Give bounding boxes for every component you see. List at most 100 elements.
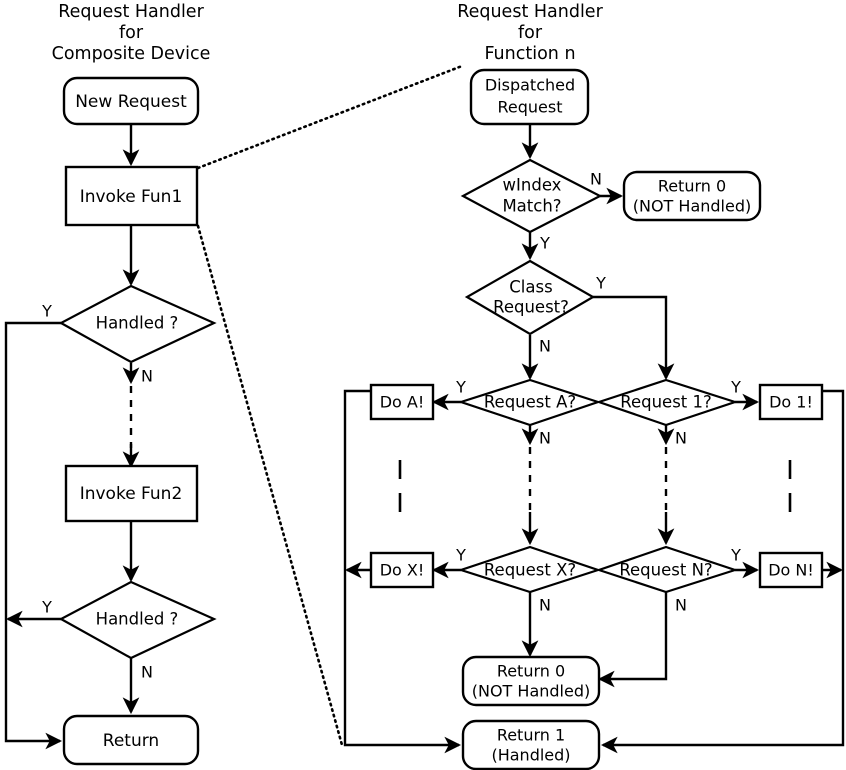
handled-1-shape: [58, 284, 217, 364]
left-panel-title: Request Handler for Composite Device: [52, 2, 211, 64]
return0-bottom-shape: [461, 655, 601, 707]
node-request-a[interactable]: Request A? Y N: [455, 378, 602, 448]
do-a-label: Do A!: [380, 393, 425, 412]
request-x-shape: [457, 545, 602, 594]
left-title-line-1: Request Handler: [58, 2, 204, 22]
do-1-label: Do 1!: [769, 393, 813, 412]
invoke-fun1-shape: [64, 165, 199, 227]
node-invoke-fun1[interactable]: Invoke Fun1: [64, 165, 199, 227]
request-a-no-label: N: [539, 429, 551, 448]
class-request-shape: [464, 259, 596, 336]
right-title-line-2: for: [518, 23, 543, 43]
node-do-a[interactable]: Do A!: [369, 383, 435, 421]
return1-label-2: (Handled): [491, 746, 570, 765]
do-n-shape: [758, 551, 824, 589]
do-x-shape: [369, 551, 435, 589]
node-request-1[interactable]: Request 1? Y N: [595, 378, 741, 448]
return0-top-shape: [622, 170, 762, 222]
request-1-shape: [595, 378, 739, 427]
handled-1-label: Handled ?: [96, 314, 179, 333]
right-panel-edges: [343, 122, 845, 754]
request-x-label: Request X?: [484, 561, 576, 580]
edge-handled1-yes-rail: [4, 321, 63, 750]
node-return0-bottom[interactable]: Return 0 (NOT Handled): [461, 655, 601, 707]
node-return1[interactable]: Return 1 (Handled): [461, 719, 601, 770]
class-request-label-1: Class: [509, 278, 552, 297]
request-a-shape: [457, 378, 602, 427]
node-invoke-fun2[interactable]: Invoke Fun2: [64, 464, 199, 523]
node-handled-2[interactable]: Handled ? Y N: [41, 580, 217, 682]
windex-no-label: N: [590, 170, 602, 189]
do-1-shape: [758, 383, 824, 421]
return0-top-label-2: (NOT Handled): [633, 197, 751, 216]
return-shape: [62, 714, 200, 766]
right-panel-title: Request Handler for Function n: [457, 2, 603, 64]
handled-2-shape: [58, 580, 217, 660]
handled-1-yes-label: Y: [41, 302, 52, 321]
left-panel-edges: [4, 122, 140, 750]
right-title-line-3: Function n: [484, 44, 575, 64]
node-new-request[interactable]: New Request: [62, 76, 200, 126]
request-n-shape: [595, 545, 739, 594]
left-title-line-3: Composite Device: [52, 44, 211, 64]
do-a-shape: [369, 383, 435, 421]
node-do-x[interactable]: Do X!: [369, 551, 435, 589]
left-title-line-2: for: [119, 23, 144, 43]
dispatched-request-label-1: Dispatched: [485, 76, 575, 95]
return-label: Return: [103, 731, 159, 751]
request-a-yes-label: Y: [455, 378, 466, 397]
return0-top-label-1: Return 0: [658, 177, 726, 196]
expansion-dotted-links: [196, 64, 464, 747]
windex-match-label-1: wIndex: [503, 176, 562, 195]
do-x-label: Do X!: [380, 561, 425, 580]
request-1-yes-label: Y: [730, 378, 741, 397]
handled-1-no-label: N: [141, 367, 153, 386]
return1-label-1: Return 1: [497, 726, 565, 745]
node-handled-1[interactable]: Handled ? Y N: [41, 284, 217, 386]
node-do-n[interactable]: Do N!: [758, 551, 824, 589]
windex-match-label-2: Match?: [502, 197, 561, 216]
class-no-label: N: [539, 337, 551, 356]
dotted-link-upper: [196, 64, 464, 170]
node-return[interactable]: Return: [62, 714, 200, 766]
node-request-n[interactable]: Request N? Y N: [595, 545, 741, 615]
dispatched-request-shape: [469, 68, 590, 126]
node-request-x[interactable]: Request X? Y N: [455, 545, 602, 615]
dispatched-request-label-2: Request: [498, 98, 563, 117]
request-n-no-label: N: [675, 596, 687, 615]
invoke-fun1-label: Invoke Fun1: [80, 187, 183, 207]
request-n-label: Request N?: [619, 561, 712, 580]
node-do-1[interactable]: Do 1!: [758, 383, 824, 421]
invoke-fun2-label: Invoke Fun2: [80, 484, 183, 504]
request-a-label: Request A?: [484, 393, 576, 412]
new-request-label: New Request: [75, 92, 187, 112]
request-x-yes-label: Y: [455, 546, 466, 565]
invoke-fun2-shape: [64, 464, 199, 523]
class-request-label-2: Request?: [493, 298, 569, 317]
return0-bottom-label-1: Return 0: [497, 662, 565, 681]
class-yes-label: Y: [595, 274, 606, 293]
dotted-link-lower: [196, 224, 344, 747]
windex-match-shape: [460, 158, 603, 234]
windex-yes-label: Y: [539, 234, 550, 253]
return0-bottom-label-2: (NOT Handled): [472, 682, 590, 701]
return1-shape: [461, 719, 601, 770]
new-request-shape: [62, 76, 200, 126]
node-return0-top[interactable]: Return 0 (NOT Handled): [622, 170, 762, 222]
request-n-yes-label: Y: [730, 546, 741, 565]
ellipsis-indicators: [398, 460, 792, 512]
request-x-no-label: N: [539, 596, 551, 615]
edge-class-yes-to-request1: [593, 295, 675, 381]
right-title-line-1: Request Handler: [457, 2, 603, 22]
handled-2-label: Handled ?: [96, 610, 179, 629]
node-windex-match[interactable]: wIndex Match? N Y: [460, 158, 603, 253]
handled-2-yes-label: Y: [41, 598, 52, 617]
do-n-label: Do N!: [768, 561, 814, 580]
request-1-label: Request 1?: [620, 393, 712, 412]
handled-2-no-label: N: [141, 663, 153, 682]
request-1-no-label: N: [675, 429, 687, 448]
node-dispatched-request[interactable]: Dispatched Request: [469, 68, 590, 126]
node-class-request[interactable]: Class Request? Y N: [464, 259, 606, 356]
edge-requestn-no-to-return0bottom: [597, 592, 668, 688]
